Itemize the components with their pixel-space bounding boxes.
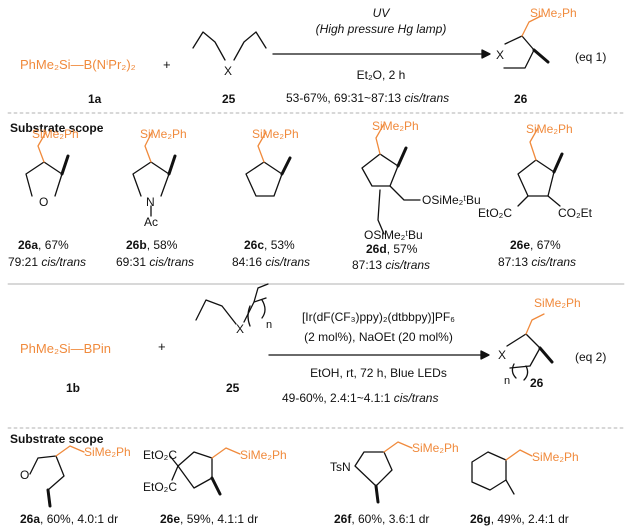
compound-id-26: 26 — [530, 376, 544, 390]
ester-label-top: EtO₂C — [143, 448, 177, 462]
silyl-label: SiMe₂Ph — [32, 127, 79, 141]
condition-solvent: EtOH, rt, 72 h, Blue LEDs — [310, 366, 447, 380]
silyl-label: SiMe₂Ph — [84, 445, 131, 459]
ester-label-bottom: EtO₂C — [143, 480, 177, 494]
product-26-eq2-structure — [506, 313, 554, 381]
compound-26e-ratio: 87:13 cis/trans — [498, 255, 577, 269]
diene-x-label: X — [224, 64, 233, 78]
reagent-1b-formula: PhMe₂Si—BPin — [20, 341, 112, 356]
silyl-label: SiMe₂Ph — [526, 122, 573, 136]
ring-heteroatom-label: O — [20, 468, 30, 482]
condition-lamp: (High pressure Hg lamp) — [315, 22, 447, 36]
compound-26a-scope2-caption: 26a, 60%, 4.0:1 dr — [20, 512, 119, 526]
compound-26a-scope2-structure — [29, 445, 85, 508]
condition-yield: 49-60%, 2.4:1~4.1:1 cis/trans — [282, 391, 439, 405]
compound-26c-caption: 26c, 53% — [244, 238, 295, 252]
compound-26e-caption: 26e, 67% — [510, 238, 561, 252]
reagent-1a-formula: PhMe₂Si—B(NⁱPr₂)₂ — [20, 57, 136, 72]
compound-26b-caption: 26b, 58% — [126, 238, 178, 252]
ring-heteroatom-label: TsN — [330, 460, 351, 474]
compound-26b-ratio: 69:31 cis/trans — [116, 255, 195, 269]
ester-label-right: CO₂Et — [558, 206, 592, 220]
compound-26a-caption: 26a, 67% — [18, 238, 69, 252]
ester-label-left: EtO₂C — [478, 206, 512, 220]
compound-26b-structure — [132, 131, 177, 217]
product-26-eq1-structure — [503, 15, 550, 69]
diene-25-eq2-structure — [195, 283, 269, 327]
compound-26e-structure — [517, 127, 564, 207]
condition-uv: UV — [372, 6, 390, 20]
compound-id-25: 25 — [222, 92, 236, 106]
ring-heteroatom-label: N — [146, 195, 155, 209]
compound-26d-ratio: 87:13 cis/trans — [352, 258, 431, 272]
compound-26a-structure — [25, 131, 70, 197]
product-26-n-label: n — [504, 375, 511, 387]
compound-26g-scope2-structure — [471, 449, 533, 495]
reaction-arrow-eq1 — [272, 49, 491, 59]
silyl-ether-label: OSiMe₂ᵗBu — [422, 193, 481, 207]
condition-catalyst: [Ir(dF(CF₃)ppy)₂(dtbbpy)]PF₆ — [301, 310, 456, 324]
compound-26d-structure — [361, 123, 421, 235]
compound-26f-scope2-structure — [354, 441, 413, 504]
substrate-scope-header-2: Substrate scope — [10, 432, 104, 446]
compound-id-1a: 1a — [88, 92, 102, 106]
silyl-ether-label: OSiMe₂ᵗBu — [364, 228, 423, 242]
condition-yield: 53-67%, 69:31~87:13 cis/trans — [286, 91, 450, 105]
plus-sign: + — [158, 339, 166, 354]
equation-label-1: (eq 1) — [575, 50, 607, 64]
silyl-label: SiMe₂Ph — [412, 441, 459, 455]
condition-loading: (2 mol%), NaOEt (20 mol%) — [304, 330, 453, 344]
product-26-x-label: X — [498, 348, 507, 362]
compound-26d-caption: 26d, 57% — [366, 242, 418, 256]
compound-id-26: 26 — [514, 92, 528, 106]
diene-n-label: n — [266, 319, 273, 331]
compound-id-1b: 1b — [66, 381, 81, 395]
compound-26f-scope2-caption: 26f, 60%, 3.6:1 dr — [334, 512, 430, 526]
substrate-scope-header-1: Substrate scope — [10, 121, 104, 135]
diene-x-label: X — [236, 322, 245, 336]
compound-26e-scope2-caption: 26e, 59%, 4.1:1 dr — [160, 512, 259, 526]
compound-26c-ratio: 84:16 cis/trans — [232, 255, 311, 269]
acetyl-label: Ac — [144, 215, 159, 229]
compound-26g-scope2-caption: 26g, 49%, 2.4:1 dr — [470, 512, 569, 526]
ring-heteroatom-label: O — [39, 195, 49, 209]
silyl-label: SiMe₂Ph — [372, 119, 419, 133]
silyl-label: SiMe₂Ph — [240, 448, 287, 462]
silyl-label: SiMe₂Ph — [140, 127, 187, 141]
diene-25-eq1-structure — [192, 31, 267, 61]
silyl-label: SiMe₂Ph — [532, 450, 579, 464]
compound-26c-structure — [245, 131, 292, 197]
condition-solvent: Et₂O, 2 h — [356, 68, 406, 82]
plus-sign: + — [163, 57, 171, 72]
product-26-x-label: X — [496, 48, 505, 62]
product-26-silyl-label: SiMe₂Ph — [534, 296, 581, 310]
compound-26e-scope2-structure — [169, 447, 241, 496]
product-26-silyl-label: SiMe₂Ph — [530, 6, 577, 20]
compound-26a-ratio: 79:21 cis/trans — [8, 255, 87, 269]
equation-label-2: (eq 2) — [575, 350, 607, 364]
compound-id-25: 25 — [226, 381, 240, 395]
silyl-label: SiMe₂Ph — [252, 127, 299, 141]
reaction-arrow-eq2 — [268, 350, 490, 360]
